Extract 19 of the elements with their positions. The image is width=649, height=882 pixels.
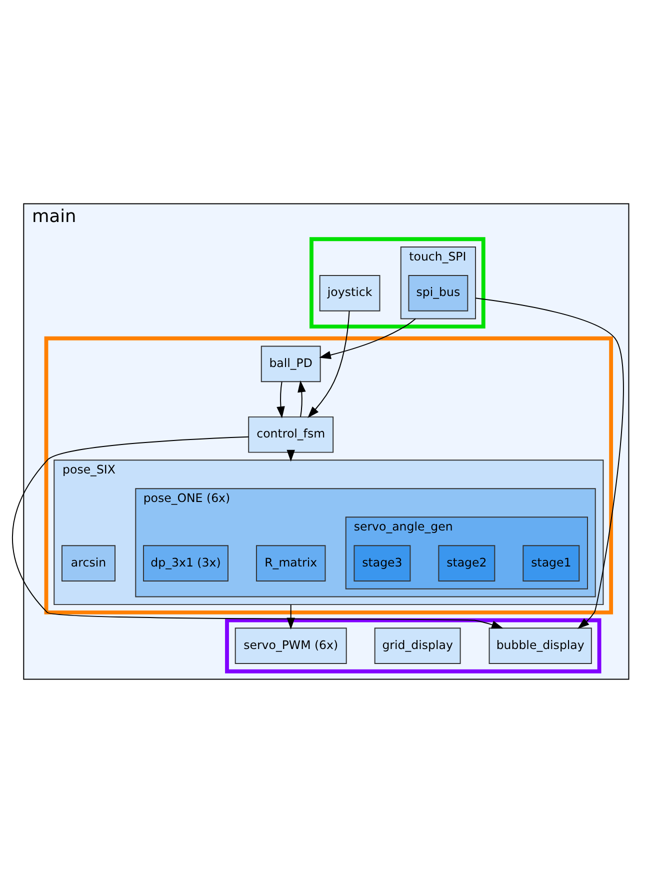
arrow: [298, 380, 306, 417]
node-box: servo_PWM (6x): [234, 627, 347, 664]
node-box: stage3: [354, 544, 411, 581]
node-box: joystick: [319, 274, 380, 311]
arrow: [308, 310, 350, 418]
node-box: dp_3x1 (3x): [143, 544, 228, 581]
node-box: grid_display: [374, 627, 461, 664]
cluster: [44, 336, 614, 614]
node-box: bubble_display: [488, 627, 592, 664]
node-box: stage2: [438, 544, 496, 581]
arrow: [276, 380, 285, 418]
node-box: arcsin: [61, 544, 116, 581]
node-box: stage1: [522, 544, 580, 581]
cluster: [310, 236, 486, 328]
arrow: [286, 604, 295, 630]
node-box: ball_PD: [260, 345, 321, 382]
node-box: spi_bus: [408, 274, 468, 311]
node-box: R_matrix: [256, 544, 326, 581]
arrow: [12, 436, 504, 628]
